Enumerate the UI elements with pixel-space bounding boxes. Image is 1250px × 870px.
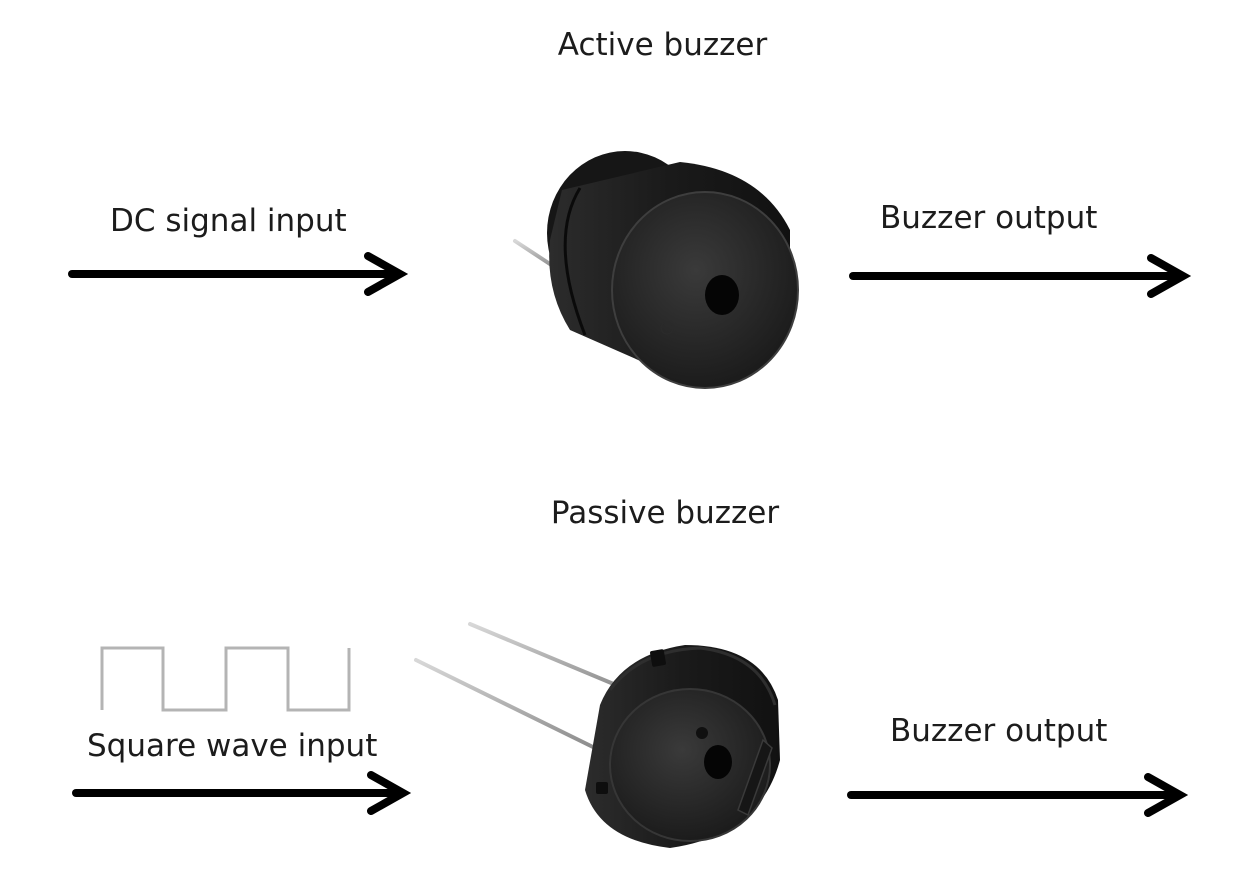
active-input-arrow [68,252,409,296]
passive-output-label: Buzzer output [890,713,1108,749]
square-wave-input-label: Square wave input [87,728,378,764]
square-wave-icon [100,646,351,712]
active-output-label: Buzzer output [880,200,1098,236]
active-buzzer-icon [513,151,799,389]
passive-buzzer-icon [414,622,780,848]
dc-signal-input-label: DC signal input [110,203,347,239]
active-buzzer-title: Active buzzer [557,27,768,63]
active-output-arrow [849,254,1192,298]
passive-input-arrow [72,771,412,815]
passive-output-arrow [847,773,1189,817]
passive-buzzer-title: Passive buzzer [550,495,780,531]
